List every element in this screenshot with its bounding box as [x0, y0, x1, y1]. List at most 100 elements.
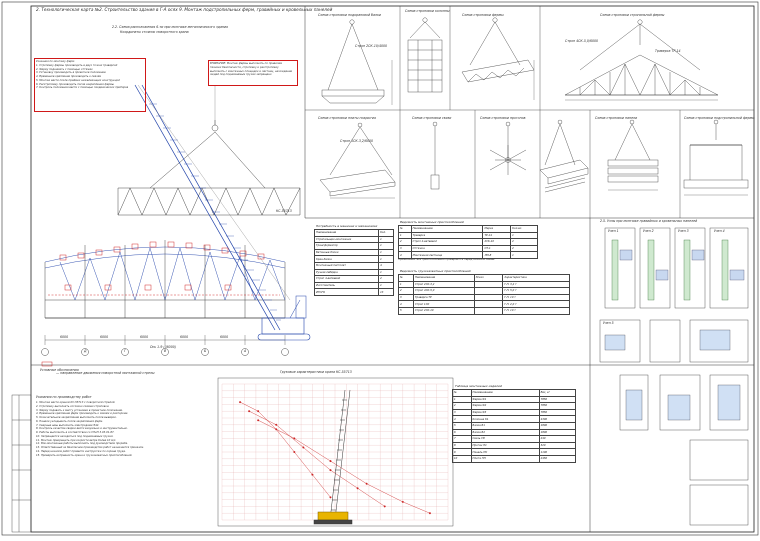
node-label-1: Узел 1: [608, 229, 619, 233]
sling-table-cell: №: [398, 274, 414, 282]
dim-3: 6000: [140, 335, 149, 339]
load-curve-point: [329, 496, 332, 499]
scheme-title-6: Схема строповки связи: [412, 116, 452, 120]
sling-label-2: Строп 4СК-5,0/6000: [565, 39, 599, 43]
load-curve-point: [302, 446, 305, 449]
load-curve-point: [248, 410, 251, 413]
node-label-2: Узел 2: [643, 229, 654, 233]
dim-total: Ось 1-9 (36000): [150, 345, 176, 349]
weights-table-cell: Балка Б1: [470, 421, 540, 430]
sling-table-cell: Траверса ТР: [412, 293, 475, 302]
lift-scheme: [41, 84, 311, 356]
load-curve-point: [329, 469, 332, 472]
axis-mark-1: Д: [84, 349, 87, 353]
load-curve-point: [356, 487, 359, 490]
tool-table-cell: 2: [510, 244, 538, 253]
weights-table-cell: 3: [452, 408, 472, 417]
tool-table-cell: №: [398, 225, 412, 233]
tool-table-cell: Строп 2-ветвевой: [410, 238, 484, 246]
sling-table-cell: Строп 4СК-5,0: [412, 287, 475, 295]
sling-table-cell: Г.П. 2,0 т: [502, 300, 570, 308]
scheme-title-4: Схема строповки стропильной фермы: [600, 13, 665, 17]
load-chart-grid: [221, 383, 449, 521]
tool-table-title: Ведомость монтажных приспособлений: [400, 220, 464, 224]
sling-table-cell: 5: [398, 306, 414, 315]
req-table-cell: Кран-балка: [313, 255, 380, 263]
sling-table-title: Ведомость грузозахватных приспособлений: [400, 269, 471, 273]
red-note: ВНИМАНИЕ: Монтаж фермы выполнять по прав…: [210, 62, 293, 77]
weights-table-cell: 2: [452, 402, 472, 410]
sling-table-cell: [473, 287, 504, 295]
load-curve-point: [275, 423, 278, 426]
load-curve-point: [401, 500, 404, 503]
crane-mast: [313, 389, 353, 525]
load-curve-point: [311, 473, 314, 476]
req-table-cell: Изготовитель: [313, 281, 380, 290]
sling-table-cell: Строп 2СК-3,2: [412, 280, 475, 289]
sling-schemes: [305, 6, 754, 218]
sling-table-cell: Г.П. 10 т: [502, 306, 570, 315]
sling-table-cell: Наименование: [412, 274, 475, 282]
weights-table-cell: Балка Б2: [470, 428, 540, 437]
instructions-title: Указания по производству работ: [36, 395, 92, 399]
weights-table-cell: 4: [452, 415, 472, 423]
weights-table-cell: Ферма Ф2: [470, 402, 540, 410]
sling-table-cell: Г.П. 10 т: [502, 293, 570, 302]
scheme-title-5: Схема строповки плиты покрытия: [318, 116, 376, 120]
dim-1: 6000: [60, 335, 69, 339]
load-curve-point: [257, 419, 260, 422]
req-table-cell: Строп 4-ветвевой: [313, 275, 380, 283]
load-curve-point: [329, 460, 332, 463]
weights-table-cell: №: [452, 389, 472, 397]
weights-table-cell: Наименование: [470, 389, 540, 397]
node-label-5: Узел 5: [603, 321, 614, 325]
weights-table-cell: 7: [452, 435, 472, 443]
load-curve-2: [249, 411, 385, 507]
weights-table-cell: Вес, кг: [538, 389, 577, 397]
notes-frame: [34, 58, 146, 112]
load-curve-point: [293, 451, 296, 454]
sling-table-cell: [473, 300, 504, 308]
req-table-cell: 2: [378, 275, 394, 283]
load-curve-3: [258, 420, 430, 514]
crane-position-markers: [41, 241, 280, 367]
sling-table-cell: Г.П. 5,0 т: [502, 287, 570, 295]
req-table-cell: Трансформатор: [313, 242, 380, 250]
req-table-cell: 4: [378, 261, 394, 270]
crane-label: КС-55713: [276, 209, 292, 213]
scheme-title-3: Схема строповки фермы: [462, 13, 504, 17]
tool-table-cell: Оттяжка: [410, 244, 484, 253]
req-table-cell: 13: [378, 288, 394, 296]
axis-mark-3: В: [164, 349, 167, 353]
req-table-cell: Бетонные блоки: [313, 248, 380, 257]
weights-table-cell: Ферма Ф1: [470, 395, 540, 404]
scheme-title-8: Схема строповки панели: [595, 116, 638, 120]
tool-table-cell: 2: [398, 238, 412, 246]
tool-table-cell: Траверса: [410, 231, 484, 240]
sling-label-4: Строп 1СК-3,2/6000: [340, 139, 374, 143]
legend-label: Условные обозначения: [40, 368, 79, 372]
sling-table-cell: Строп 2СК-10: [412, 306, 475, 315]
req-table-cell: 1: [378, 268, 394, 277]
